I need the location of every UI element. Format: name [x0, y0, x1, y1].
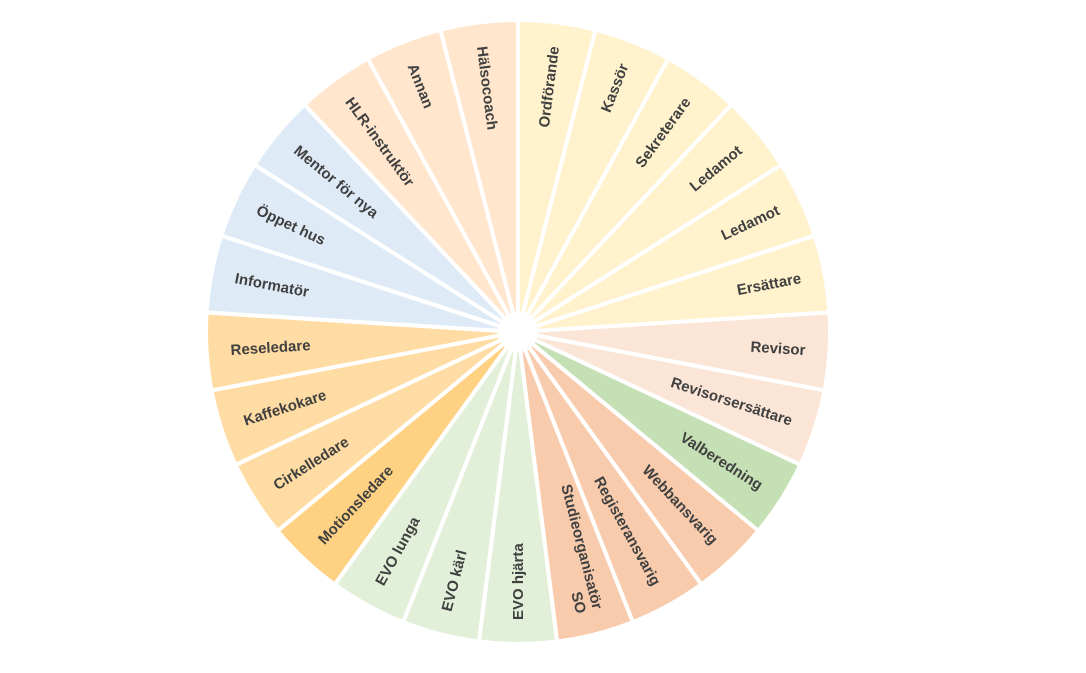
- slice-label-line: Reseledare: [230, 337, 311, 359]
- slice-label-line: SO: [567, 590, 589, 616]
- slice-label-line: EVO hjärta: [510, 543, 527, 620]
- center-hole: [500, 314, 536, 350]
- slice-label: EVO hjärta: [510, 543, 527, 620]
- slice-label-line: Revisor: [750, 339, 806, 359]
- slice-label: Reseledare: [230, 337, 311, 359]
- slice-label: Revisor: [750, 339, 806, 359]
